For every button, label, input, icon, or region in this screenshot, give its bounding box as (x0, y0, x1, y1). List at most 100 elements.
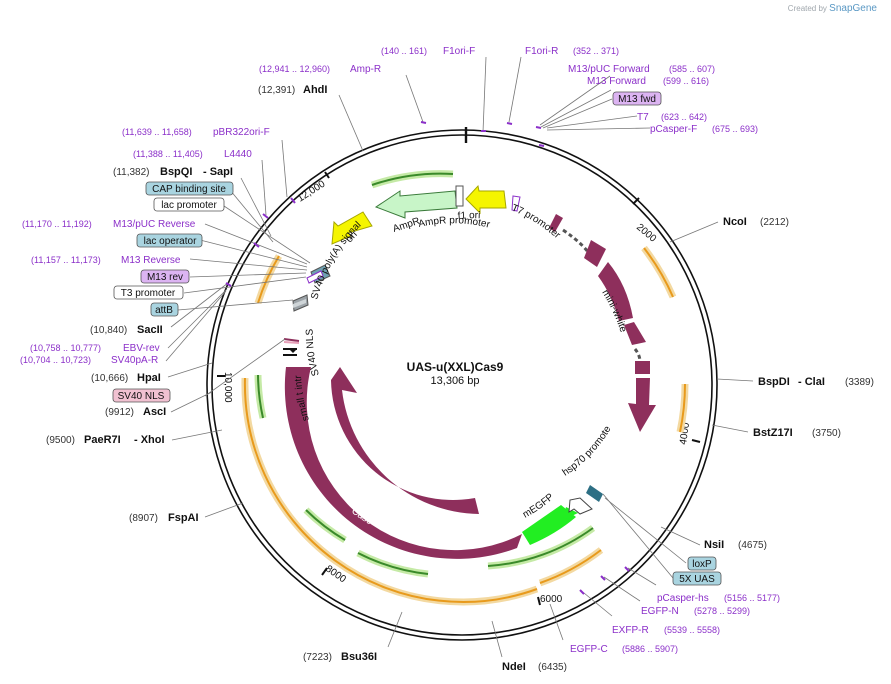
site-paer7i: (9500)PaeR7I- XhoI (46, 434, 165, 446)
leader-line (711, 424, 749, 433)
leader-line (482, 56, 487, 133)
primer-m13puc-reverse: (11,170 .. 11,192)M13/pUC Reverse (22, 219, 196, 230)
box-lacoperator (136, 233, 203, 248)
leader-line (508, 56, 522, 123)
box-cap-label: CAP binding site (152, 184, 226, 195)
site-bspqi: (11,382)BspQI- SapI (113, 166, 233, 178)
backbone-outer (206, 129, 718, 641)
primer-mark (225, 282, 232, 287)
orf-arc (679, 383, 687, 433)
leader-line (491, 620, 503, 658)
mini-white-exon (549, 214, 563, 232)
leader-line (627, 567, 657, 586)
box-loxp-label: loxP (692, 559, 712, 570)
plasmid-length: 13,306 bp (431, 375, 480, 387)
mini-white-feature (549, 214, 656, 432)
primer-mark (420, 121, 427, 124)
leader-line (204, 502, 244, 518)
mini-white-exon (635, 361, 650, 374)
mini-white-exon (598, 262, 633, 321)
attb-inner (293, 299, 306, 308)
box-attb-label: attB (155, 305, 173, 316)
box-sv40nls-label: SV40 NLS (118, 391, 165, 402)
restriction-sites: (12,391)AhdI (11,382)BspQI- SapI (10,840… (46, 84, 874, 673)
leader-line (549, 603, 564, 641)
primer-egfp-c: EGFP-C(5886 .. 5907) (570, 644, 678, 655)
green-arc (487, 527, 594, 567)
boxed-labels: M13 fwd CAP binding site lac promoter la… (112, 91, 722, 586)
leader-line (542, 98, 613, 129)
m13-block (306, 270, 324, 284)
primer-mark (253, 242, 260, 248)
feature-label-amppromoter: AmpR promoter (417, 215, 491, 231)
primer-mark (535, 126, 542, 129)
site-bspdi: BspDI- ClaI(3389) (758, 376, 874, 388)
t7-promoter-block (511, 195, 521, 212)
leader-line (281, 139, 288, 198)
primer-m13-forward: M13 Forward(599 .. 616) (587, 76, 709, 87)
ori-arrow (331, 211, 373, 245)
mini-white-exon (624, 322, 646, 345)
primer-marks (225, 121, 630, 595)
primer-pbr322ori-f: (11,639 .. 11,658)pBR322ori-F (122, 127, 270, 138)
primer-m13puc-forward: M13/pUC Forward(585 .. 607) (568, 64, 715, 75)
orf-arc (257, 255, 280, 304)
credit-prefix: Created by (787, 4, 827, 13)
snapgene-logo: SnapGene (829, 3, 877, 14)
leader-line (189, 272, 307, 278)
box-lacpromoter-label: lac promoter (161, 200, 217, 211)
primer-mark (624, 566, 630, 572)
site-asci: (9912)AscI (105, 406, 166, 418)
primer-m13-reverse: (11,157 .. 11,173)M13 Reverse (31, 255, 181, 266)
leader-line (189, 258, 308, 271)
box-t3promoter-label: T3 promoter (121, 288, 176, 299)
f1-ori-arrow (465, 184, 507, 215)
box-lacoperator-label: lac operator (144, 236, 197, 247)
uas-block (586, 485, 603, 502)
primer-mark (290, 197, 296, 204)
mini-white-exon (584, 240, 606, 267)
leader-line (165, 290, 227, 362)
leader-line (669, 221, 719, 243)
leader-line (604, 497, 687, 564)
site-sacii: (10,840)SacII (90, 324, 163, 336)
primer-egfp-n: EGFP-N(5278 .. 5299) (641, 606, 750, 617)
primer-t7: T7(623 .. 642) (637, 112, 707, 123)
site-fspai: (8907)FspAI (129, 512, 199, 524)
orf-arc (243, 377, 538, 603)
green-arc (305, 509, 346, 541)
mini-white-intron (633, 348, 642, 363)
box-attb (150, 302, 179, 317)
feature-label-f1ori: f1 ori (457, 210, 480, 222)
box-sv40nls (112, 388, 171, 403)
primer-amp-r: (12,941 .. 12,960)Amp-R (259, 64, 381, 75)
green-arcs (254, 170, 596, 578)
green-arc (257, 374, 264, 419)
box-loxp (687, 556, 717, 571)
primer-pcasper-hs: pCasper-hs(5156 .. 5177) (657, 593, 780, 604)
leader-line (167, 362, 213, 378)
primer-labels: (140 .. 161)F1ori-F F1ori-R(352 .. 371) … (20, 46, 780, 655)
cas9-arrow-inner (331, 367, 479, 514)
site-ncoi: NcoI(2212) (723, 216, 789, 228)
green-arc (356, 549, 429, 578)
mini-white-arrowhead (628, 378, 656, 432)
site-ahdi: (12,391)AhdI (258, 84, 327, 96)
primer-mark (538, 144, 545, 147)
leader-line (540, 89, 612, 128)
primer-mark (600, 575, 606, 581)
site-nsii: NsiI(4675) (704, 539, 767, 551)
primer-l4440: (11,388 .. 11,405)L4440 (133, 149, 252, 160)
primer-mark (506, 122, 513, 125)
box-m13rev-label: M13 rev (147, 272, 183, 283)
leader-line (199, 239, 308, 268)
leader-line (546, 127, 651, 131)
primer-sv40pa-r: (10,704 .. 10,723)SV40pA-R (20, 355, 158, 366)
box-5xuas-label: 5X UAS (679, 574, 715, 585)
tick-label: 6000 (540, 594, 563, 605)
leader-line (204, 338, 286, 397)
box-m13fwd-label: M13 fwd (618, 94, 656, 105)
sv40-nls-mark (283, 341, 300, 344)
orf-arcs (241, 245, 689, 606)
